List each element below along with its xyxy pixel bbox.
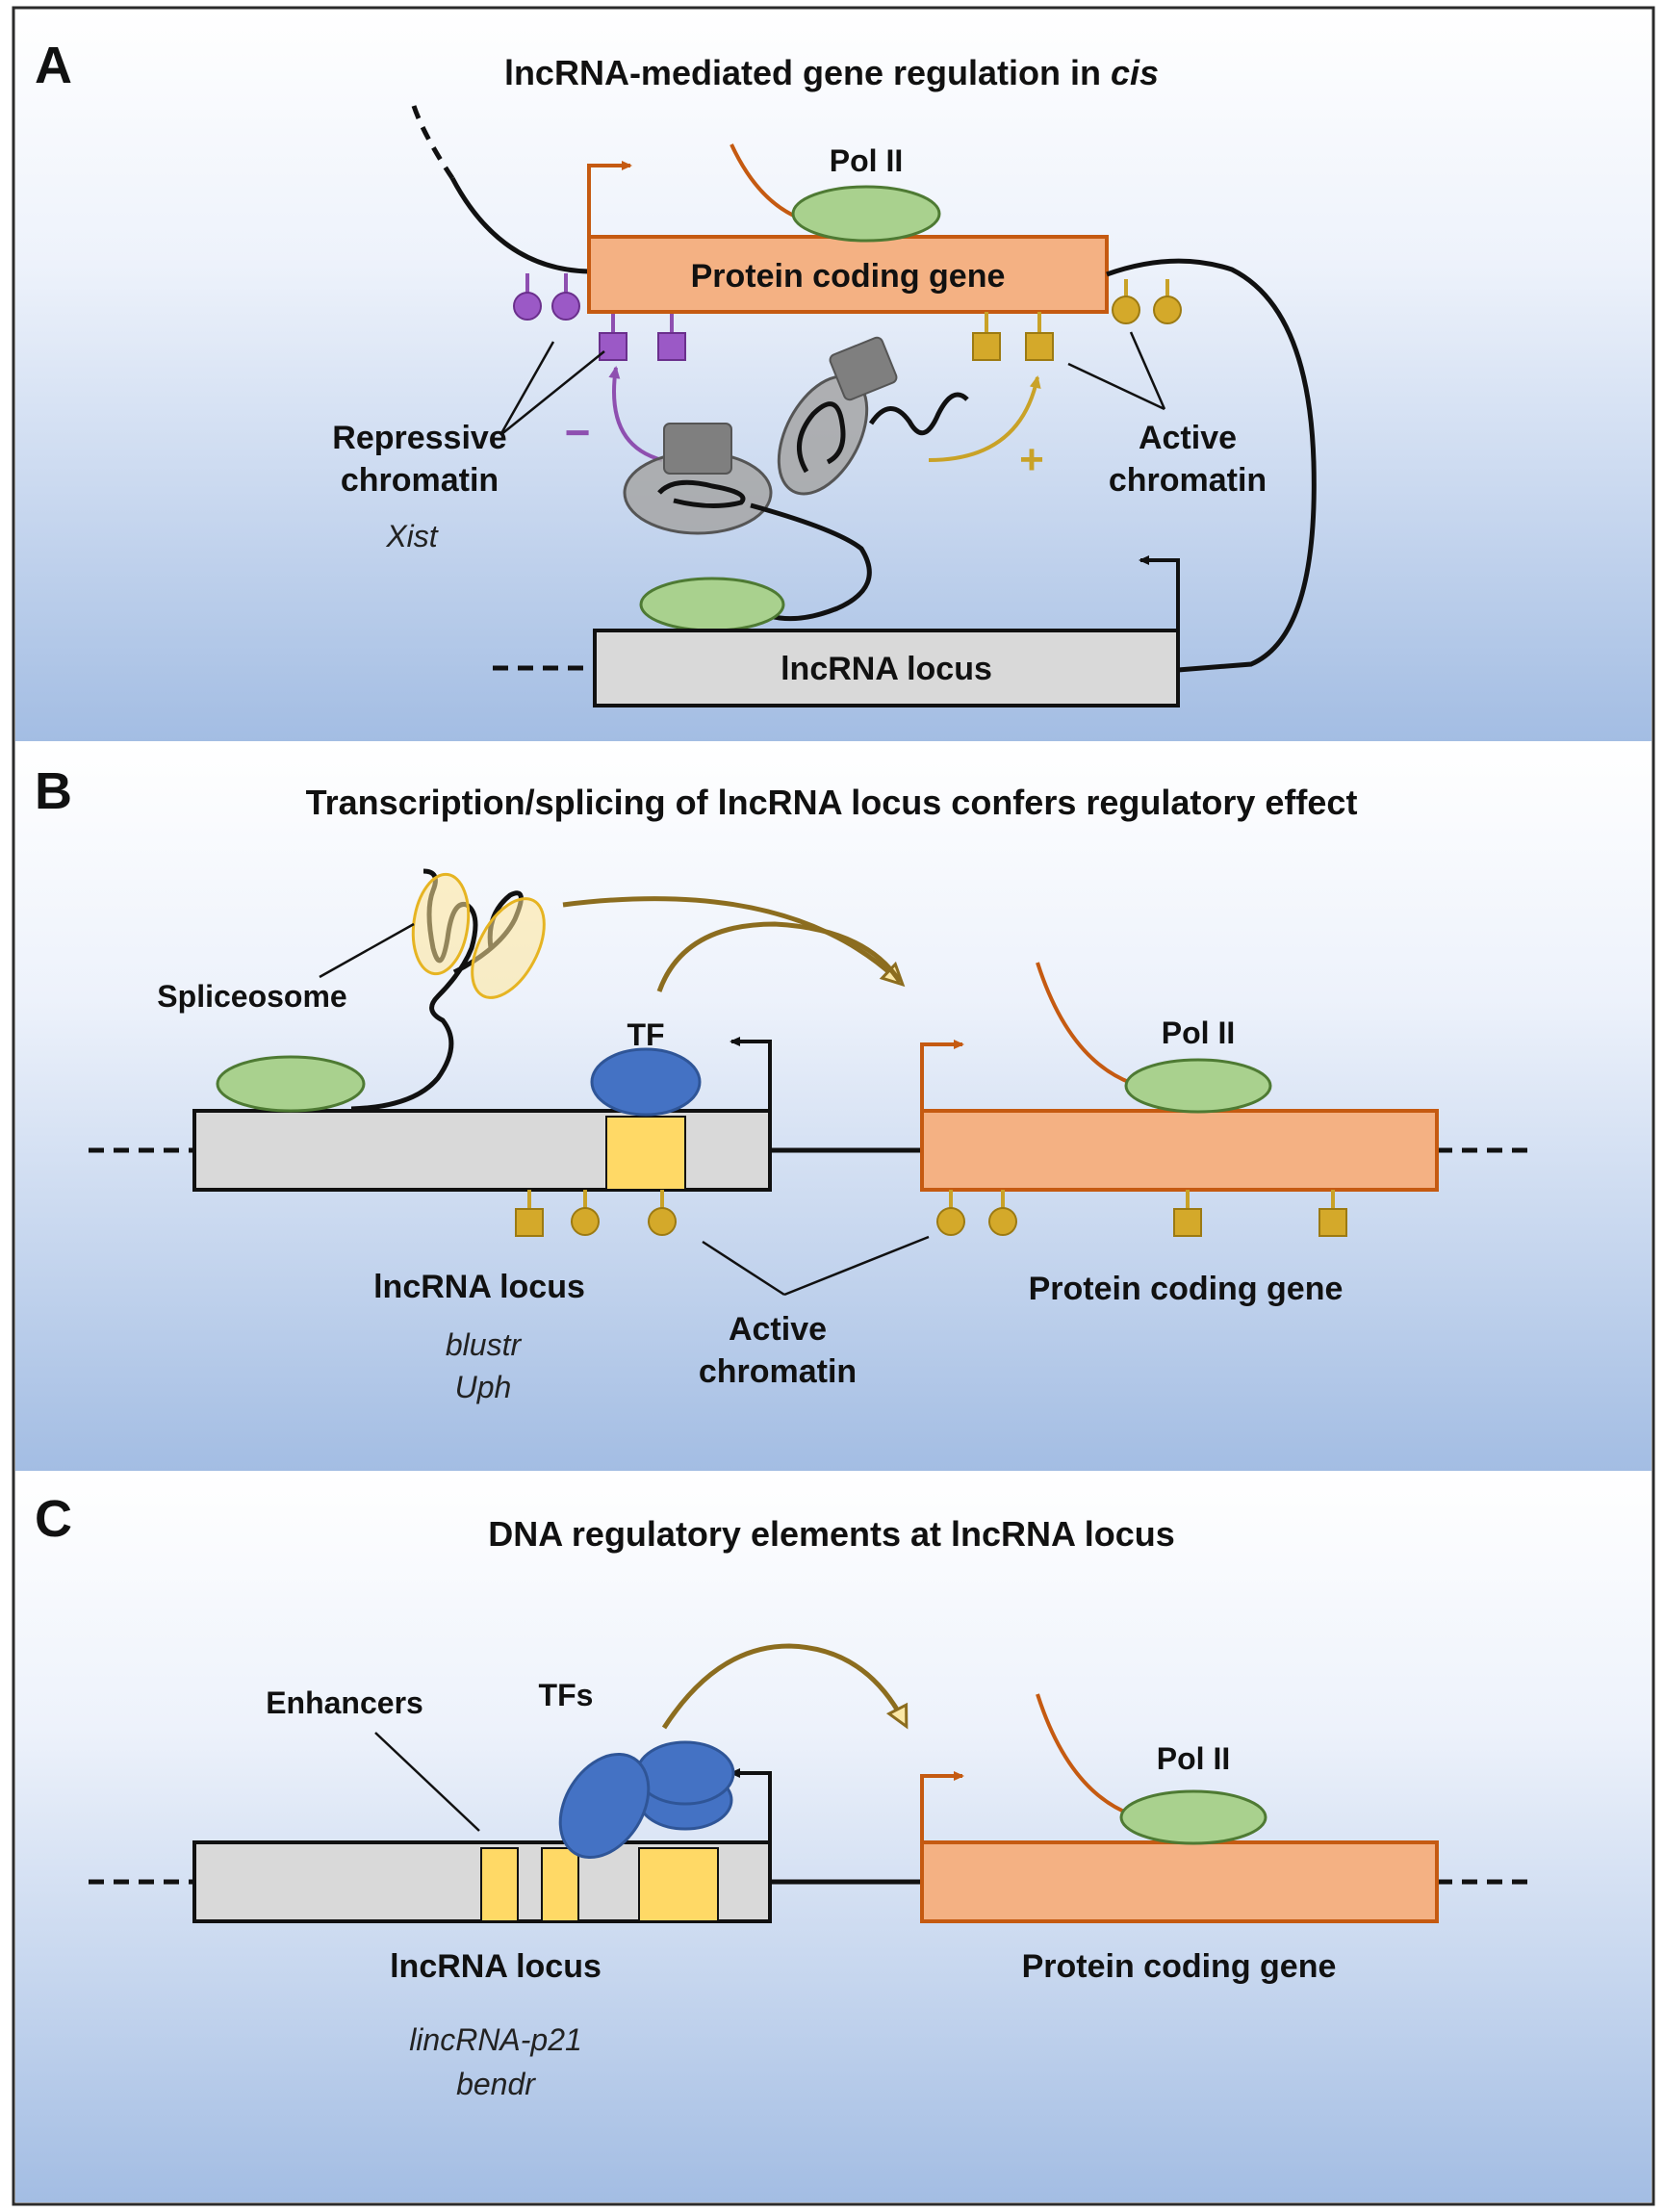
lncrna-locus-label-a: lncRNA locus (781, 651, 992, 687)
gene-tss-arrow (587, 161, 632, 237)
gene-tss-arrow-b (920, 1040, 964, 1111)
spliceosome-subunit-2 (471, 897, 546, 999)
spliceosome-leader-line (319, 922, 415, 979)
tf-ellipse-c-1 (558, 1752, 651, 1860)
panel-a: A lncRNA-mediated gene regulation in cis… (35, 37, 1317, 707)
tf-effect-arrow (656, 921, 903, 992)
active-label-line2: chromatin (1109, 462, 1267, 499)
activation-arrow (928, 375, 1041, 462)
protein-coding-gene-box-c (920, 1840, 1439, 1923)
panel-b: B Transcription/splicing of lncRNA locus… (35, 762, 1530, 1404)
enhancer-element-2 (541, 1847, 579, 1922)
active-label-line1-b: Active (729, 1311, 827, 1348)
repression-arrow (608, 366, 663, 462)
splicing-effect-arrow (562, 896, 906, 988)
lnc-tss-arrow-c (730, 1768, 772, 1842)
active-label-line2-b: chromatin (699, 1353, 857, 1390)
panel-c: C DNA regulatory elements at lncRNA locu… (35, 1490, 1530, 2101)
protein-coding-gene-label: Protein coding gene (691, 258, 1006, 295)
panel-a-title: lncRNA-mediated gene regulation in cis (504, 53, 1159, 92)
tf-ellipse-b (590, 1047, 702, 1117)
panel-c-background (15, 1473, 1651, 2202)
pol2-ellipse-b (1124, 1058, 1272, 1114)
protein-coding-gene-label-b: Protein coding gene (1029, 1271, 1344, 1307)
plus-sign: + (1019, 436, 1044, 483)
spliceosome-subunit-1 (411, 872, 471, 976)
repressive-protein-complex (623, 423, 773, 535)
lncrna-locus-box-a (593, 629, 1180, 707)
uph-example-label: Uph (455, 1370, 512, 1404)
blustr-example-label: blustr (446, 1327, 523, 1362)
pol2-label-c: Pol II (1157, 1741, 1230, 1776)
active-label-line1: Active (1139, 420, 1237, 456)
pol2-label: Pol II (830, 143, 903, 178)
panel-c-letter: C (35, 1490, 72, 1548)
dna-upstream-strand (449, 176, 590, 274)
tf-ellipse-c-2 (635, 1740, 735, 1806)
pol2-ellipse (791, 185, 941, 243)
panel-c-title: DNA regulatory elements at lncRNA locus (488, 1514, 1175, 1554)
bendr-example-label: bendr (456, 2067, 536, 2101)
spliceosome-label: Spliceosome (157, 979, 346, 1014)
active-leader-lines-b (702, 1235, 930, 1297)
repressive-leader-lines (499, 341, 605, 436)
panel-a-background (15, 10, 1651, 741)
panel-a-letter: A (35, 37, 72, 94)
lncrna-transcript-active (868, 392, 969, 436)
enhancer-element-1 (480, 1847, 519, 1922)
enhancer-element-3 (638, 1847, 719, 1922)
enhancer-effect-arrow (661, 1643, 909, 1730)
lnc-pol2-ellipse (639, 577, 785, 632)
lncrna-locus-label-b: lncRNA locus (373, 1269, 585, 1305)
tf-label-b: TF (627, 1017, 664, 1052)
nascent-transcript-b (1036, 962, 1132, 1085)
nascent-transcript-c (1036, 1693, 1132, 1816)
repressive-label-line2: chromatin (341, 462, 499, 499)
protein-coding-gene-label-c: Protein coding gene (1022, 1948, 1337, 1985)
tf-binding-element-b (605, 1116, 686, 1191)
panel-b-title: Transcription/splicing of lncRNA locus c… (306, 783, 1358, 822)
dna-loop (1106, 258, 1317, 673)
lnc-tss-arrow-b (730, 1037, 772, 1111)
tfs-label: TFs (539, 1678, 594, 1712)
activating-protein-complex (777, 336, 898, 496)
active-leader-lines (1067, 331, 1166, 411)
active-histone-marks-b (515, 1190, 1347, 1237)
enhancers-label: Enhancers (266, 1685, 423, 1720)
minus-sign: − (565, 407, 591, 457)
xist-example-label: Xist (385, 519, 438, 553)
lnc-pol2-ellipse-b (216, 1055, 366, 1113)
dna-dashed-end (411, 105, 455, 180)
lnc-tss-arrow-a (1139, 555, 1180, 630)
lncrna-transcript-nascent (750, 502, 872, 622)
lincrna-p21-example-label: lincRNA-p21 (409, 2022, 582, 2057)
panel-b-letter: B (35, 762, 72, 820)
repressive-histone-marks (513, 273, 686, 361)
pol2-label-b: Pol II (1162, 1016, 1235, 1050)
gene-tss-arrow-c (920, 1771, 964, 1842)
active-histone-marks (972, 279, 1182, 361)
repressive-label-line1: Repressive (332, 420, 506, 456)
lncrna-locus-label-c: lncRNA locus (390, 1948, 602, 1985)
pol2-ellipse-c (1119, 1789, 1267, 1845)
enhancers-leader-line (374, 1732, 480, 1832)
protein-coding-gene-box-b (920, 1109, 1439, 1192)
